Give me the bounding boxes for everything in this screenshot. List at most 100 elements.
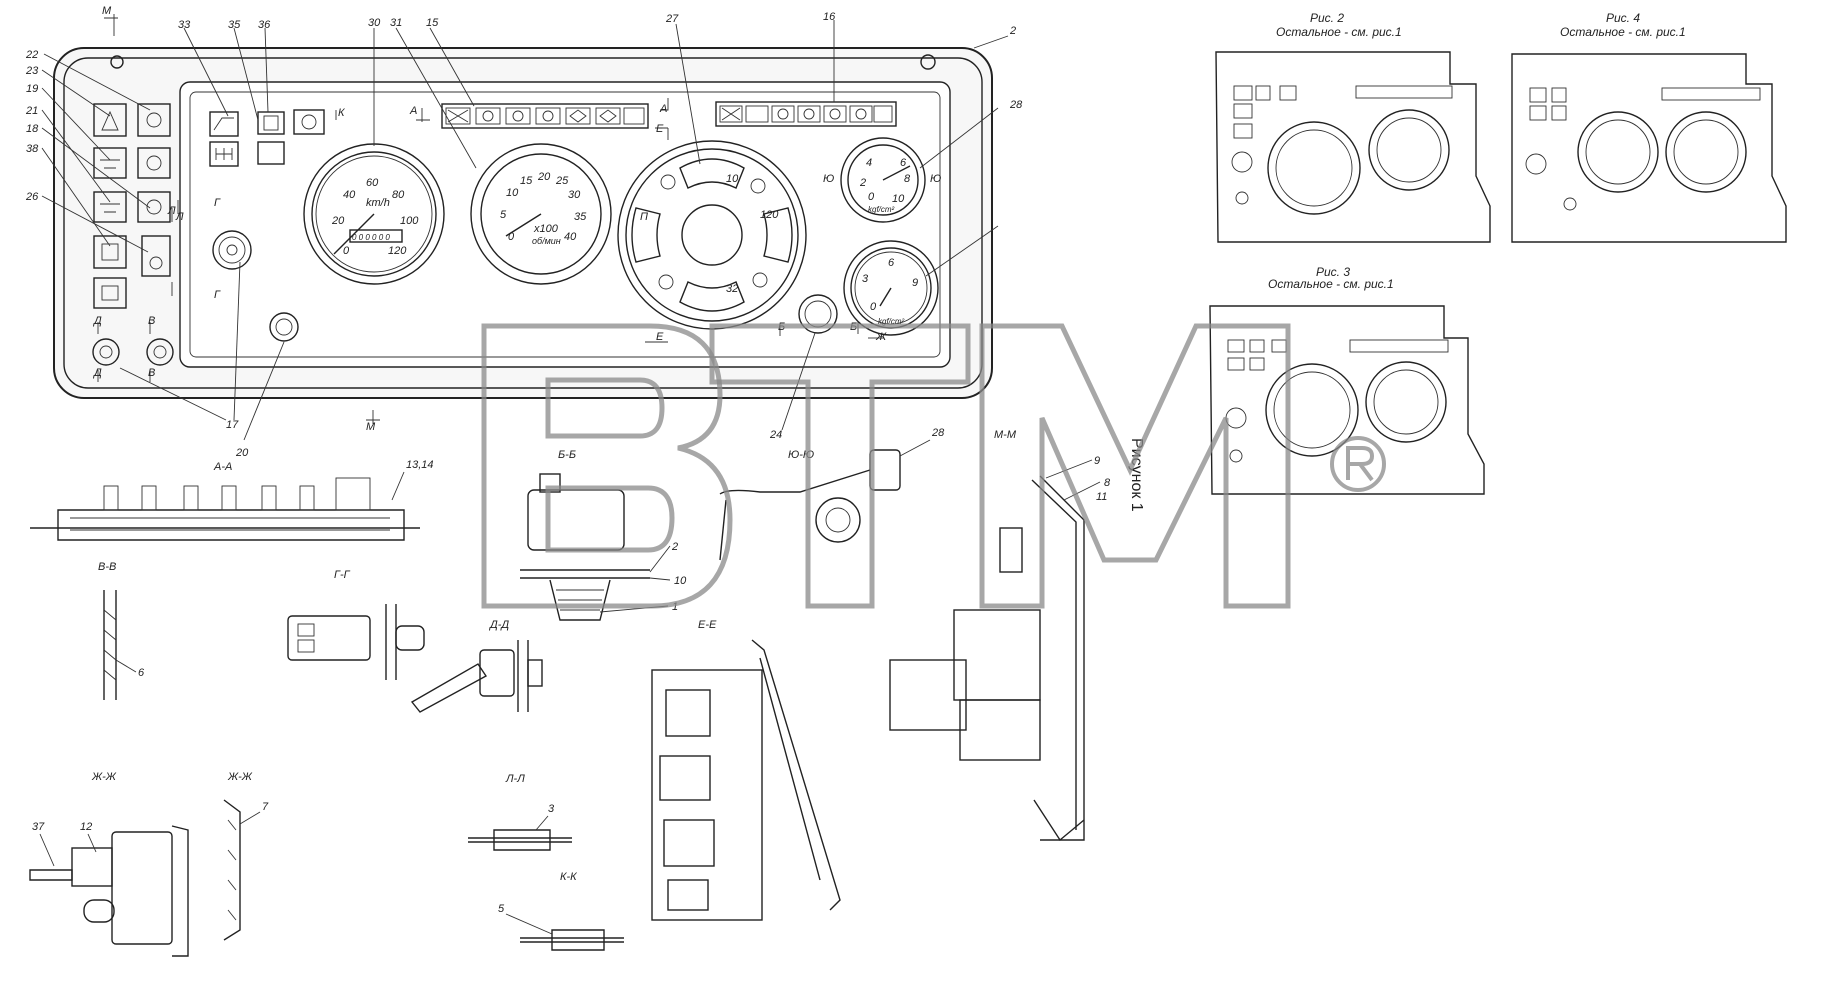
callout-3: 3	[548, 803, 555, 815]
callout-2: 2	[1009, 25, 1016, 37]
combination-gauge: 10 120 32 П	[617, 140, 807, 330]
mark-l1: Л	[167, 205, 176, 217]
mark-a-right: А	[659, 103, 667, 115]
indicator-strip-16	[715, 101, 897, 127]
tachometer-tick-25: 25	[555, 175, 569, 187]
callout-35: 35	[228, 19, 241, 31]
section-bb-label: Б-Б	[558, 449, 576, 461]
pressure-bottom-unit: kgf/cm²	[878, 317, 905, 326]
inset-fig-2: Рис. 2 Остальное - см. рис.1	[1215, 11, 1491, 243]
callout-11: 11	[1096, 491, 1107, 503]
combo-fuel-label: П	[640, 211, 648, 223]
tachometer-tick-30: 30	[568, 189, 581, 201]
pressure-bottom-tick-3: 3	[862, 273, 869, 285]
speedometer-tick-120: 120	[388, 245, 407, 257]
section-dd-label: Д-Д	[488, 619, 509, 631]
speedometer-tick-80: 80	[392, 189, 405, 201]
callout-38: 38	[26, 143, 39, 155]
callout-31: 31	[390, 17, 402, 29]
combo-tick-10: 10	[726, 173, 739, 185]
tachometer-tick-5: 5	[500, 209, 507, 221]
pressure-bottom-tick-6: 6	[888, 257, 895, 269]
callout-26: 26	[25, 191, 39, 203]
pressure-bottom-tick-0: 0	[870, 301, 877, 313]
callout-6: 6	[138, 667, 145, 679]
tachometer-tick-40: 40	[564, 231, 577, 243]
pressure-gauge-bottom: 0 3 6 9 kgf/cm²	[843, 240, 939, 336]
pressure-top-tick-0: 0	[868, 191, 875, 203]
callout-30: 30	[368, 17, 381, 29]
inset-fig-3: Рис. 3 Остальное - см. рис.1	[1209, 265, 1485, 495]
section-k-k: К-К 5	[498, 871, 624, 951]
callout-1: 1	[672, 601, 678, 613]
callout-9: 9	[1094, 455, 1100, 467]
callout-36: 36	[258, 19, 271, 31]
mark-e-top: Е	[656, 123, 664, 135]
mark-a-left: А	[409, 105, 417, 117]
speedometer-tick-20: 20	[331, 215, 345, 227]
tachometer: 0 5 10 15 20 25 30 35 40 x100 об/мин	[470, 143, 612, 285]
section-a-a: А-А 13,14	[30, 459, 434, 541]
callout-28-yu: 28	[931, 427, 945, 439]
inset-3-note: Остальное - см. рис.1	[1268, 277, 1394, 291]
section-v-v: В-В 6	[98, 561, 145, 700]
callout-22: 22	[25, 49, 38, 61]
callout-15: 15	[426, 17, 439, 29]
section-g-g: Г-Г	[287, 569, 425, 680]
mark-g-top: Г	[214, 197, 221, 209]
section-ll-label: Л-Л	[505, 773, 525, 785]
section-b-b: Б-Б 2 10 1	[520, 449, 687, 621]
section-vv-label: В-В	[98, 561, 116, 573]
section-l-l: Л-Л 3	[468, 773, 572, 851]
figure-title: Рисунок 1	[1128, 438, 1145, 512]
speedometer-unit: km/h	[366, 197, 390, 209]
pressure-top-unit: kgf/cm²	[868, 205, 895, 214]
callout-12: 12	[80, 821, 92, 833]
callout-7: 7	[262, 801, 269, 813]
section-zh-zh-1: Ж-Ж 37 12	[29, 771, 189, 957]
pressure-top-tick-6: 6	[900, 157, 907, 169]
mark-m-bottom: М	[366, 421, 376, 433]
view-marks: М М А А Е Е Г Г Д Д В В Л Л К Ю Ю Ж Б Б	[92, 5, 941, 433]
inset-3-caption: Рис. 3	[1316, 265, 1350, 279]
section-zh-zh-2: Ж-Ж 7	[223, 771, 269, 941]
section-m-m: М-М 9 8 11	[889, 429, 1111, 842]
callout-28: 28	[1009, 99, 1023, 111]
section-e-e: Е-Е	[651, 619, 841, 921]
mark-v-bottom: В	[148, 367, 155, 379]
top-left-indicators	[209, 109, 325, 342]
mark-k: К	[338, 107, 345, 119]
combo-tick-32: 32	[726, 283, 738, 295]
section-zh2-label: Ж-Ж	[227, 771, 253, 783]
callout-33: 33	[178, 19, 191, 31]
callout-16: 16	[823, 11, 836, 23]
section-mm-label: М-М	[994, 429, 1017, 441]
speedometer-tick-60: 60	[366, 177, 379, 189]
inset-2-caption: Рис. 2	[1310, 11, 1344, 25]
mark-e-bottom: Е	[656, 331, 664, 343]
pressure-top-tick-10: 10	[892, 193, 905, 205]
callout-20: 20	[235, 447, 249, 459]
leader-lines	[41, 20, 1009, 441]
section-d-d: Д-Д	[410, 619, 543, 713]
callout-17: 17	[226, 419, 239, 431]
mark-l2: Л	[175, 211, 184, 223]
mark-v-top: В	[148, 315, 155, 327]
tachometer-tick-0: 0	[508, 231, 515, 243]
section-zh1-label: Ж-Ж	[91, 771, 117, 783]
tachometer-tick-20: 20	[537, 171, 551, 183]
pressure-gauge-top: 0 2 4 6 8 10 kgf/cm²	[840, 137, 926, 223]
speedometer-tick-40: 40	[343, 189, 356, 201]
callout-18: 18	[26, 123, 39, 135]
mark-zh: Ж	[875, 331, 887, 343]
inset-2-note: Остальное - см. рис.1	[1276, 25, 1402, 39]
mark-yu-right: Ю	[930, 173, 941, 185]
pressure-bottom-tick-9: 9	[912, 277, 918, 289]
callout-2-bb: 2	[671, 541, 678, 553]
callout-13-14: 13,14	[406, 459, 434, 471]
callout-24: 24	[769, 429, 782, 441]
callout-10: 10	[674, 575, 687, 587]
inset-fig-4: Рис. 4 Остальное - см. рис.1	[1511, 11, 1787, 243]
instrument-panel: 0 20 40 60 80 100 120 km/h 0 0 0 0 0 0 0…	[53, 47, 993, 399]
